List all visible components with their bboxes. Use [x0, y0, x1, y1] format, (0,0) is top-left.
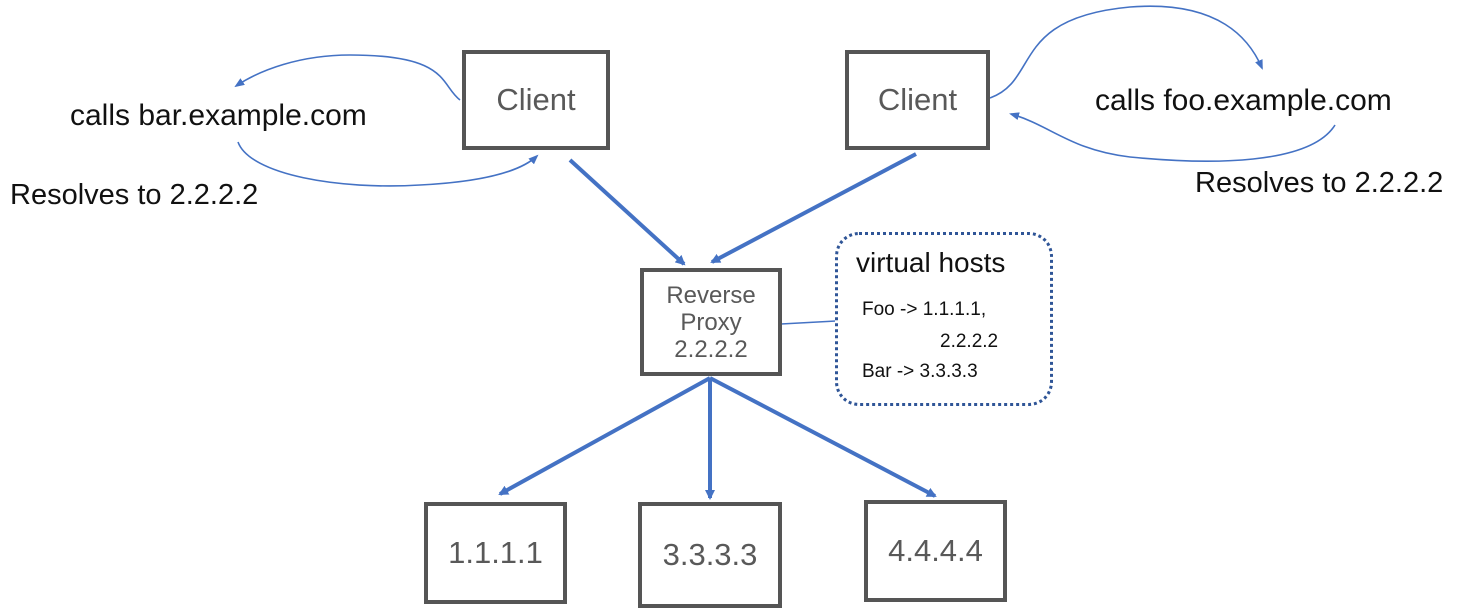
left-call-text: calls bar.example.com: [70, 99, 367, 132]
left-resolve-arc: [237, 141, 539, 187]
reverse-proxy-box: Reverse Proxy 2.2.2.2: [640, 268, 782, 376]
virtual-hosts-title: virtual hosts: [856, 247, 1006, 278]
server-2-label: 3.3.3.3: [662, 537, 758, 572]
server-3-label: 4.4.4.4: [888, 533, 983, 568]
server-box-1: 1.1.1.1: [424, 502, 567, 604]
right-call-text: calls foo.example.com: [1095, 84, 1392, 117]
server-box-2: 3.3.3.3: [638, 502, 782, 608]
server-box-3: 4.4.4.4: [864, 500, 1007, 602]
vhost-bar-line: Bar -> 3.3.3.3: [862, 361, 978, 382]
proxy-line-3: 2.2.2.2: [674, 335, 748, 363]
client-right-box: Client: [845, 50, 990, 150]
left-resolve-text: Resolves to 2.2.2.2: [10, 179, 259, 211]
arrow-left-client-to-proxy: [568, 158, 686, 266]
right-resolve-text: Resolves to 2.2.2.2: [1195, 167, 1444, 199]
right-call-arc: [989, 5, 1263, 99]
client-left-label: Client: [496, 82, 576, 117]
client-right-label: Client: [877, 82, 958, 117]
server-1-label: 1.1.1.1: [448, 535, 543, 570]
left-call-arc: [234, 54, 461, 101]
arrow-right-client-to-proxy: [710, 152, 917, 264]
arrow-proxy-to-server-3: [709, 376, 937, 498]
right-resolve-arc: [1009, 112, 1336, 162]
vhost-foo-line-2: 2.2.2.2: [940, 331, 999, 352]
client-left-box: Client: [462, 50, 610, 150]
proxy-line-2: Proxy: [680, 308, 742, 336]
arrow-proxy-to-server-1: [498, 376, 711, 496]
virtual-hosts-panel: virtual hosts Foo -> 1.1.1.1, 2.2.2.2 Ba…: [835, 232, 1053, 406]
proxy-line-1: Reverse: [666, 281, 756, 309]
vhost-foo-line-1: Foo -> 1.1.1.1,: [862, 299, 987, 320]
proxy-vhost-connector: [780, 320, 837, 325]
